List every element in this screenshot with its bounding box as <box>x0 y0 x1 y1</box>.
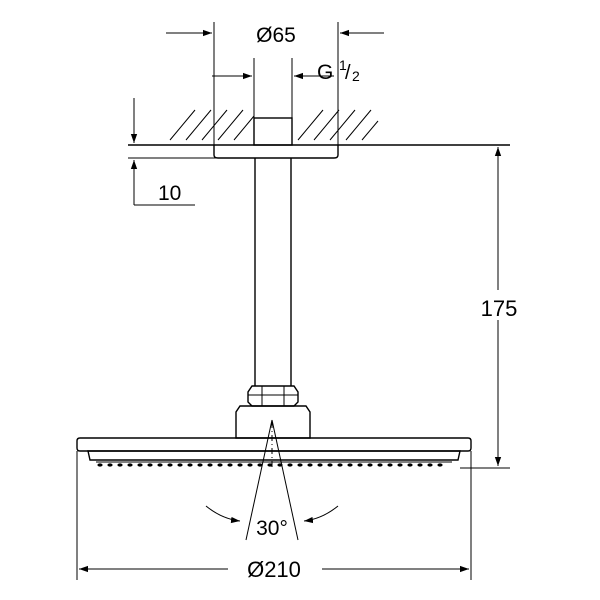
spray-angle-label: 30° <box>256 517 288 540</box>
nozzle <box>147 463 153 467</box>
nozzle <box>127 463 133 467</box>
nozzle <box>197 463 203 467</box>
nozzle <box>377 463 383 467</box>
nozzle <box>337 463 343 467</box>
nozzle <box>257 463 263 467</box>
head-diameter-dimension: Ø210 <box>76 451 472 582</box>
nozzle <box>347 463 353 467</box>
nozzle <box>217 463 223 467</box>
nozzle <box>177 463 183 467</box>
nozzle <box>287 463 293 467</box>
thread-prefix-label: G <box>317 61 333 84</box>
nozzle <box>187 463 193 467</box>
nozzle <box>327 463 333 467</box>
nozzle <box>407 463 413 467</box>
nozzle <box>427 463 433 467</box>
nozzle <box>307 463 313 467</box>
nozzle <box>267 463 273 467</box>
nozzle <box>207 463 213 467</box>
thread-denominator-label: 2 <box>352 68 360 84</box>
nozzle <box>417 463 423 467</box>
ceiling-flange <box>213 145 339 159</box>
thread-numerator-label: 1 <box>339 57 347 73</box>
nozzle <box>357 463 363 467</box>
nozzle <box>367 463 373 467</box>
connector-nut <box>235 385 311 439</box>
thread-size-dimension: G 1 / 2 <box>212 57 360 118</box>
ceiling-hatch <box>169 109 379 141</box>
spray-angle-dimension: 30° <box>205 419 339 541</box>
nozzle <box>397 463 403 467</box>
nozzle <box>167 463 173 467</box>
nozzle <box>297 463 303 467</box>
nozzle <box>317 463 323 467</box>
head-diameter-label: Ø210 <box>247 557 301 582</box>
nozzle <box>137 463 143 467</box>
thread-slash: / <box>345 62 351 84</box>
flange-height-dimension: 10 <box>130 98 195 206</box>
nozzle <box>227 463 233 467</box>
shower-arm <box>254 158 292 386</box>
nozzle <box>237 463 243 467</box>
nozzle <box>247 463 253 467</box>
nozzle <box>437 463 443 467</box>
total-height-dimension: 175 <box>460 147 526 469</box>
nozzle <box>387 463 393 467</box>
spray-nozzles <box>97 463 443 467</box>
nozzle <box>117 463 123 467</box>
flange-diameter-dimension: Ø65 <box>166 22 384 145</box>
threaded-nipple <box>253 117 293 146</box>
nozzle <box>97 463 103 467</box>
total-height-label: 175 <box>481 296 518 321</box>
flange-diameter-label: Ø65 <box>256 24 296 47</box>
nozzle <box>157 463 163 467</box>
nozzle <box>107 463 113 467</box>
flange-height-label: 10 <box>158 182 181 205</box>
shower-head-plate <box>76 437 472 463</box>
